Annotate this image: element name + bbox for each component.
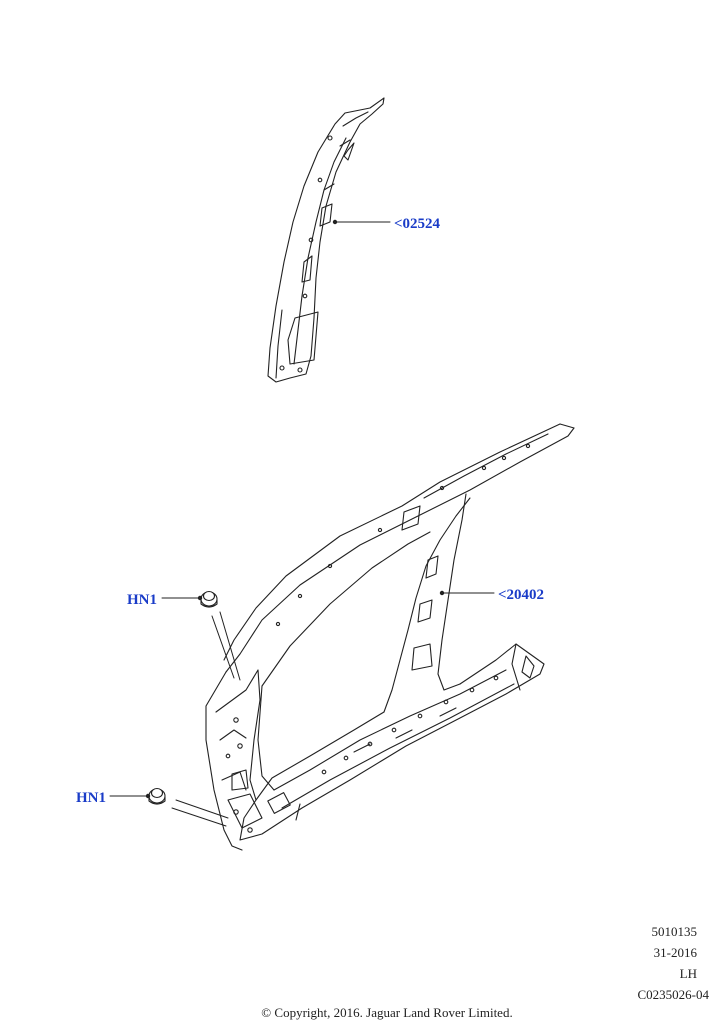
fastener-upper-icon[interactable] <box>200 590 218 608</box>
callout-fastener-hn1-lower[interactable]: HN1 <box>76 790 106 806</box>
body-side-frame-part[interactable] <box>205 423 575 851</box>
side-indicator: LH <box>679 966 697 981</box>
year-code: 31-2016 <box>653 945 697 960</box>
drawing-id: 5010135 <box>651 924 698 939</box>
reference-code: C0235026-04 <box>637 987 710 1002</box>
copyright-notice: © Copyright, 2016. Jaguar Land Rover Lim… <box>261 1005 513 1020</box>
fastener-lower-icon[interactable] <box>148 787 166 805</box>
callout-part-02524[interactable]: <02524 <box>394 216 441 232</box>
callout-fastener-hn1-upper[interactable]: HN1 <box>127 592 157 608</box>
callout-part-20402[interactable]: <20402 <box>498 587 545 603</box>
upper-pillar-part[interactable] <box>267 97 385 383</box>
